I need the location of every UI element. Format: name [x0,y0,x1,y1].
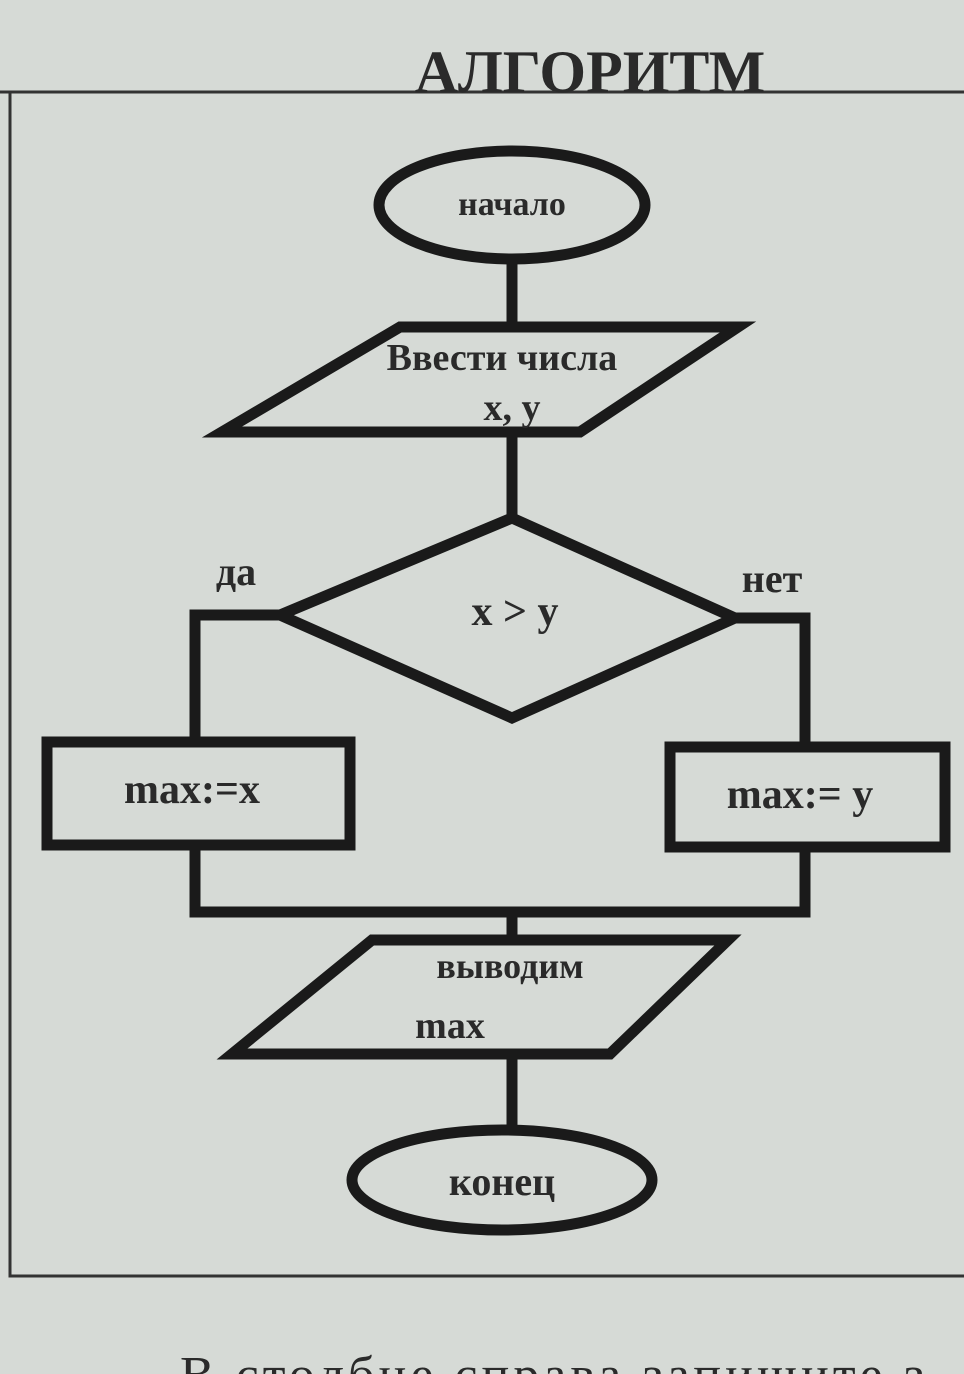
input-label-line2: x, y [484,387,541,429]
no-branch-label: нет [742,556,803,601]
start-label: начало [458,186,566,223]
page-title: АЛГОРИТМ [415,39,766,105]
output-label-line2: max [415,1005,485,1047]
end-label: конец [449,1159,555,1204]
yes-action-label: max:=x [124,767,260,813]
input-block [201,321,757,438]
output-label-line1: выводим [436,946,583,986]
condition-label: x > y [472,589,559,635]
end-terminator [346,1124,658,1236]
output-block [216,934,742,1060]
no-connector [735,612,811,747]
no-action-label: max:= y [727,772,873,818]
input-label-line1: Ввести числа [387,337,618,379]
footer-text: В столбце справа запишите з [180,1347,928,1374]
decision-block [266,512,749,725]
merge-connector [189,845,811,918]
yes-connector [189,609,280,742]
yes-branch-label: да [216,549,256,594]
diagram-frame [8,92,964,1278]
